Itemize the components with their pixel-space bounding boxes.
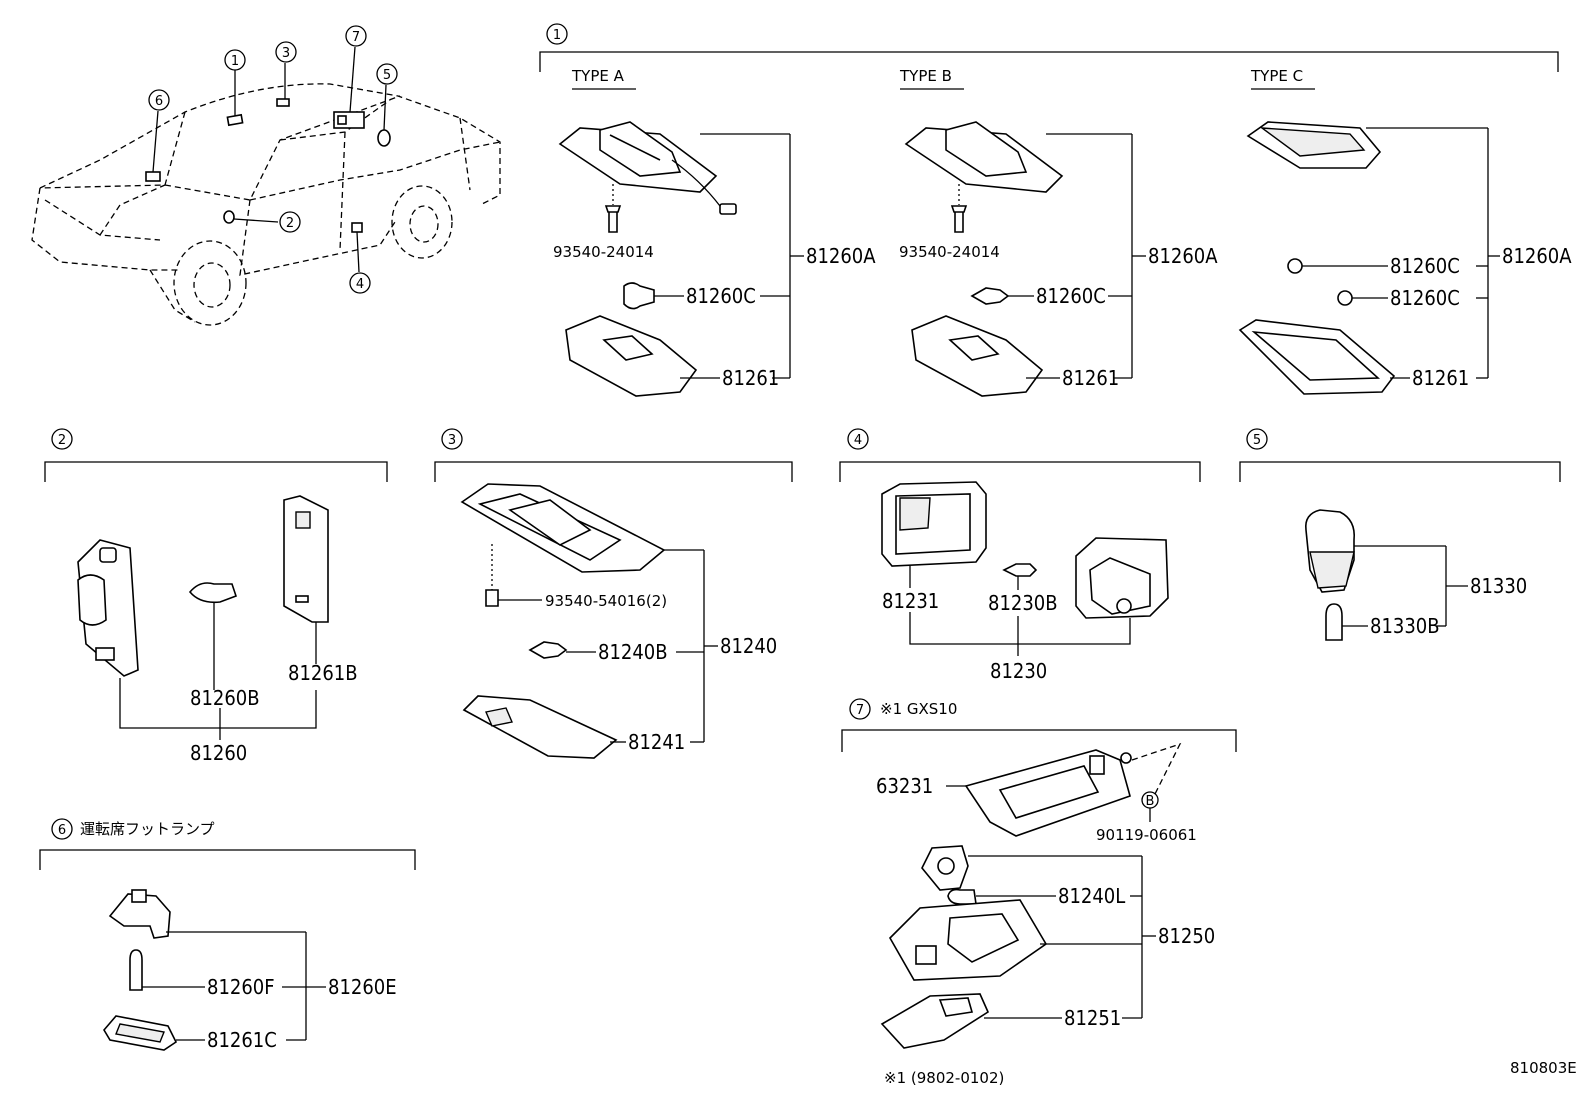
callout-4: 4 <box>356 277 364 292</box>
section-4-assy-label: 81230 <box>990 659 1047 683</box>
section-3-lens-label: 81241 <box>628 730 685 754</box>
section-2-lens <box>283 495 329 623</box>
callout-3: 3 <box>282 46 290 61</box>
type-b-bulb-label: 81260C <box>1036 284 1106 308</box>
diagram-code: 810803E <box>1510 1059 1577 1077</box>
type-c-label: TYPE C <box>1250 67 1303 85</box>
section-1-type-a: TYPE A 93540-24014 81260C 81261 <box>553 67 876 397</box>
section-6-bulb-label: 81260F <box>207 975 275 999</box>
type-b-label: TYPE B <box>899 67 952 85</box>
section-3-screw-label: 93540-54016(2) <box>545 592 667 610</box>
section-2-bulb-label: 81260B <box>190 686 260 710</box>
section-4-number: 4 <box>854 433 862 448</box>
type-b-screw-icon <box>950 205 968 233</box>
section-1-type-c: TYPE C 81260C 81260C 81261 81260A <box>1238 67 1572 395</box>
type-c-bulb1-icon <box>1287 258 1303 274</box>
type-c-bulb1-label: 81260C <box>1390 254 1460 278</box>
section-7-ref: B <box>1146 794 1155 809</box>
type-a-screw-icon <box>604 205 622 233</box>
section-7-number: 7 <box>856 703 864 718</box>
section-6-assy-label: 81260E <box>328 975 397 999</box>
section-3: 3 93540-54016(2) 81240B 81241 81240 <box>434 428 793 759</box>
section-6-number: 6 <box>58 823 66 838</box>
section-3-assy-label: 81240 <box>720 634 777 658</box>
type-a-screw-label: 93540-24014 <box>553 243 654 261</box>
section-7-title: ※1 GXS10 <box>880 700 957 718</box>
section-6-title: 運転席フットランプ <box>80 820 215 838</box>
section-5-bulb-icon <box>1325 603 1343 641</box>
section-1: 1 TYPE A 93540-24014 81260C 81261 <box>539 23 1572 397</box>
type-a-bulb-label: 81260C <box>686 284 756 308</box>
section-2-number: 2 <box>58 433 66 448</box>
section-7: 7 ※1 GXS10 63231 B 90119-06061 81240L 81… <box>841 698 1237 1087</box>
type-c-bulb2-icon <box>1337 290 1353 306</box>
callout-1: 1 <box>231 54 239 69</box>
callout-5: 5 <box>383 68 391 83</box>
section-5-number: 5 <box>1253 433 1261 448</box>
type-a-assy-label: 81260A <box>806 244 876 268</box>
section-7-lens <box>880 993 990 1049</box>
type-a-label: TYPE A <box>571 67 625 85</box>
section-7-note: ※1 (9802-0102) <box>884 1069 1004 1087</box>
type-b-lens-label: 81261 <box>1062 366 1119 390</box>
callout-6: 6 <box>155 94 163 109</box>
section-4-bulb-icon <box>1002 563 1038 577</box>
type-c-lens-label: 81261 <box>1412 366 1469 390</box>
section-2-lens-label: 81261B <box>288 661 358 685</box>
section-3-screw-icon <box>485 589 499 607</box>
section-6: 6 運転席フットランプ 81260F 81261C 81260E <box>39 818 416 1052</box>
section-7-bulb-icon <box>947 888 977 905</box>
section-2-housing <box>77 539 139 677</box>
type-a-bulb-icon <box>623 282 655 310</box>
type-b-bulb-icon <box>970 287 1010 305</box>
callout-2: 2 <box>286 216 294 231</box>
type-b-screw-label: 93540-24014 <box>899 243 1000 261</box>
section-6-bulb-icon <box>129 949 143 991</box>
section-3-lens <box>462 695 618 759</box>
section-7-screw-label: 90119-06061 <box>1096 826 1197 844</box>
section-5-assy-label: 81330 <box>1470 574 1527 598</box>
section-3-number: 3 <box>448 433 456 448</box>
section-3-bulb-icon <box>528 641 568 659</box>
section-5-bulb-label: 81330B <box>1370 614 1440 638</box>
section-2: 2 81260B 81261B 81260 <box>44 428 388 765</box>
section-7-lens-label: 81251 <box>1064 1006 1121 1030</box>
section-5: 5 81330B 81330 <box>1239 428 1561 641</box>
type-c-assy-label: 81260A <box>1502 244 1572 268</box>
section-3-bulb-label: 81240B <box>598 640 668 664</box>
section-4-lens-label: 81231 <box>882 589 939 613</box>
type-b-assy-label: 81260A <box>1148 244 1218 268</box>
section-1-number: 1 <box>553 28 561 43</box>
section-6-lens-label: 81261C <box>207 1028 277 1052</box>
section-7-bulb-label: 81240L <box>1058 884 1125 908</box>
callout-7: 7 <box>352 30 360 45</box>
section-4-bulb-label: 81230B <box>988 591 1058 615</box>
type-a-lens-label: 81261 <box>722 366 779 390</box>
section-7-assy-label: 81250 <box>1158 924 1215 948</box>
section-1-type-b: TYPE B 93540-24014 81260C 81261 81260A <box>899 67 1218 397</box>
section-4: 4 81231 81230B 81230 <box>839 428 1201 683</box>
car-overview: 1 3 7 5 6 2 4 <box>31 25 501 326</box>
section-2-assy-label: 81260 <box>190 741 247 765</box>
section-7-cover-label: 63231 <box>876 774 933 798</box>
type-c-bulb2-label: 81260C <box>1390 286 1460 310</box>
section-2-bulb-icon <box>188 582 238 604</box>
